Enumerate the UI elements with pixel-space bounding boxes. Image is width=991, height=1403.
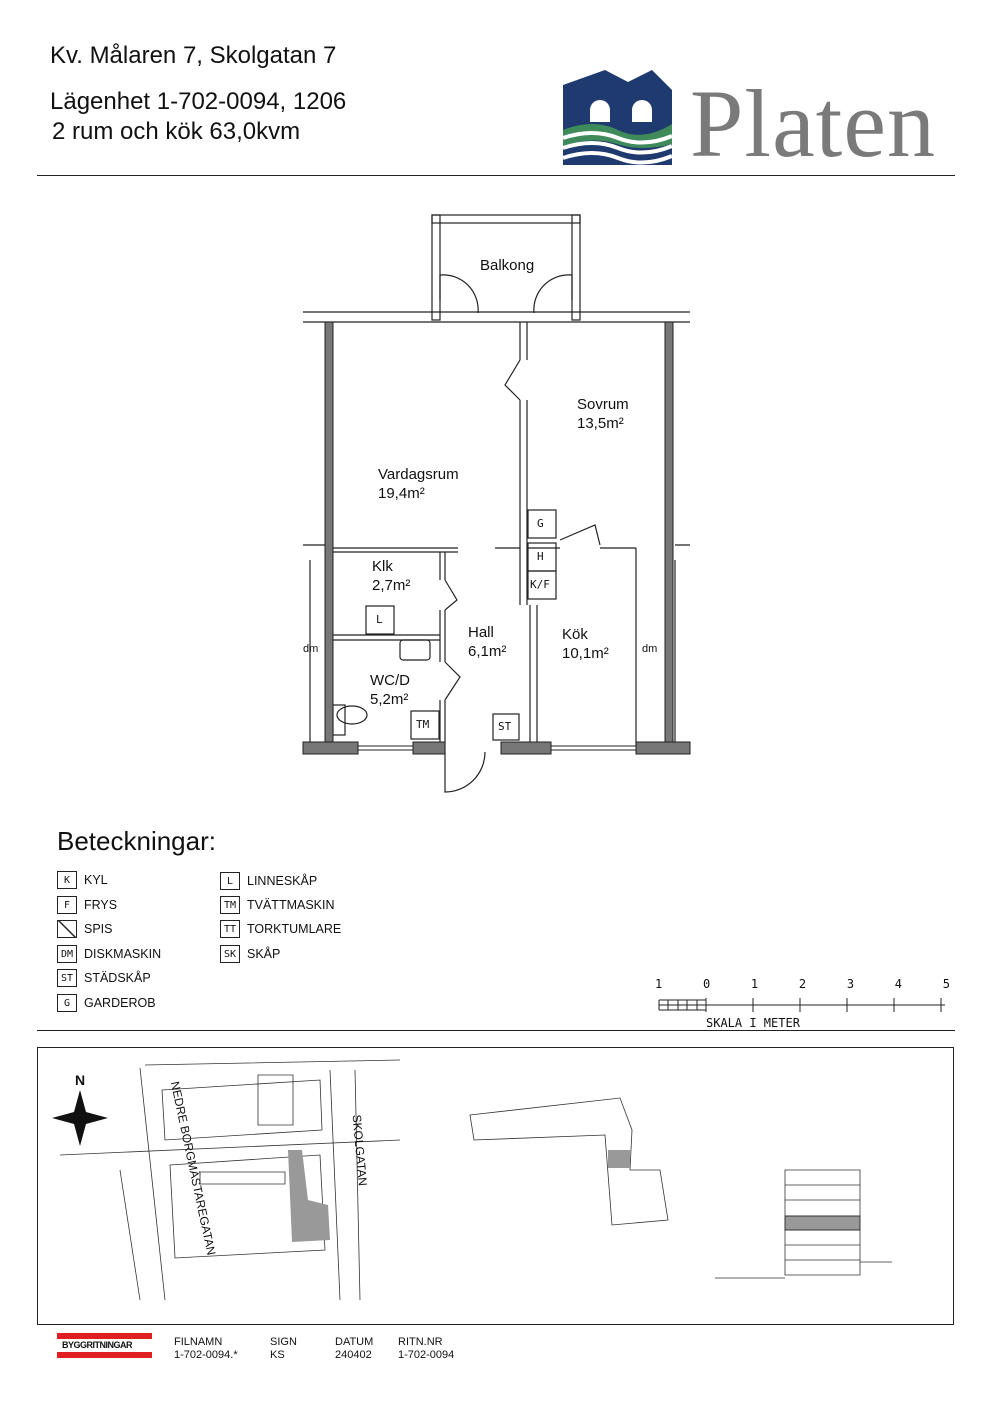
symbol-dm: dm <box>642 643 658 655</box>
divider <box>37 175 955 176</box>
symbol-dm: dm <box>303 643 319 655</box>
scale-label: SKALA I METER <box>706 1016 800 1030</box>
symbol-stadskap: ST <box>498 720 512 733</box>
legend-item: SPIS <box>57 920 113 938</box>
address: Kv. Målaren 7, Skolgatan 7 <box>50 42 337 69</box>
apartment-number: Lägenhet 1-702-0094, 1206 <box>50 88 347 115</box>
legend-title: Beteckningar: <box>57 826 216 856</box>
symbol-kyl-frys: K/F <box>530 578 550 591</box>
site-map-panel <box>37 1047 954 1325</box>
symbol-linneskap: L <box>376 613 383 626</box>
symbol-garderob: G <box>537 517 544 530</box>
logo-text: Platen <box>690 70 936 177</box>
room-balkong: Balkong <box>480 257 535 274</box>
spis-icon <box>57 920 77 938</box>
company-name: BYGGRITNINGAR <box>62 1340 133 1350</box>
apartment-size: 2 rum och kök 63,0kvm <box>52 118 301 145</box>
symbol-h: H <box>537 550 544 563</box>
divider <box>37 1030 955 1031</box>
symbol-tvattmaskin: TM <box>416 718 430 731</box>
north-compass-icon <box>52 1090 108 1146</box>
north-label: N <box>75 1072 86 1088</box>
